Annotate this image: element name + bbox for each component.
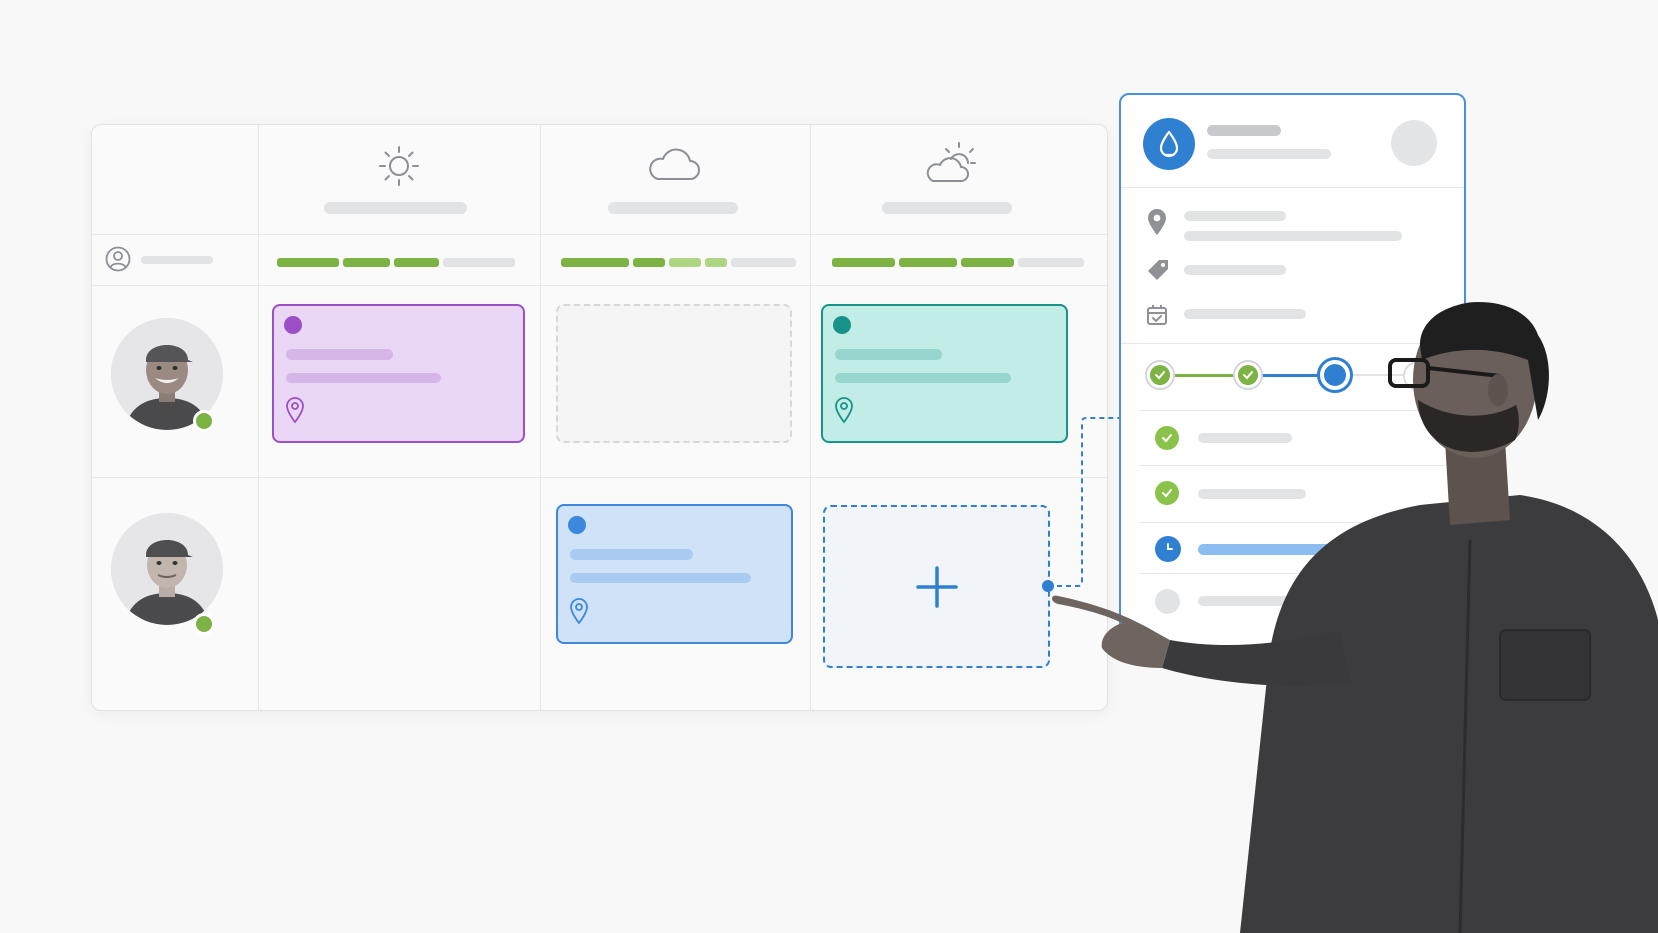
- calendar-check-icon: [1146, 304, 1168, 331]
- capacity-bar-segment: [899, 258, 957, 267]
- progress-step-current: [1317, 357, 1353, 393]
- column-date-placeholder: [324, 202, 467, 214]
- capacity-bar-segment: [832, 258, 895, 267]
- plus-icon: [916, 566, 958, 608]
- capacity-bar-segment: [343, 258, 390, 267]
- progress-step-done: [1233, 360, 1263, 390]
- location-pin-icon: [1146, 208, 1168, 241]
- presenter-photo: [1052, 302, 1658, 933]
- column-divider: [258, 125, 259, 710]
- job-subtitle-placeholder: [286, 373, 441, 383]
- sun-icon: [378, 145, 420, 192]
- divider: [1121, 343, 1464, 344]
- job-subtitle-placeholder: [835, 373, 1011, 383]
- job-card[interactable]: [272, 304, 525, 443]
- divider: [1139, 465, 1446, 466]
- capacity-bar-segment: [394, 258, 439, 267]
- location-pin-icon: [833, 396, 855, 429]
- technician-avatar[interactable]: [111, 513, 223, 625]
- task-label-placeholder: [1198, 596, 1290, 606]
- clock-icon: [1155, 536, 1181, 562]
- address-line-placeholder: [1184, 231, 1402, 241]
- task-progress-track: [1198, 544, 1390, 555]
- capacity-bar-segment: [1018, 258, 1084, 267]
- job-card[interactable]: [556, 504, 793, 644]
- water-drop-icon: [1143, 118, 1195, 170]
- label-placeholder: [141, 256, 213, 264]
- technician-avatar[interactable]: [111, 318, 223, 430]
- step-connector: [1259, 374, 1319, 377]
- partly-cloudy-icon: [925, 141, 979, 190]
- schedule-date-placeholder: [1184, 309, 1306, 319]
- column-divider: [810, 125, 811, 710]
- job-subtitle-placeholder: [570, 573, 751, 583]
- empty-circle-icon: [1155, 589, 1180, 614]
- tag-icon: [1146, 258, 1170, 287]
- divider: [1121, 187, 1464, 188]
- divider: [1139, 573, 1446, 574]
- assignee-avatar[interactable]: [1391, 120, 1437, 166]
- step-connector: [1173, 374, 1243, 377]
- progress-step-done: [1145, 360, 1175, 390]
- add-job-slot[interactable]: [823, 505, 1050, 668]
- column-date-placeholder: [608, 202, 738, 214]
- service-type-placeholder: [1184, 265, 1286, 275]
- job-color-dot: [833, 316, 851, 334]
- capacity-bar-segment: [633, 258, 665, 267]
- location-pin-icon: [568, 597, 590, 630]
- capacity-bar-segment: [669, 258, 701, 267]
- capacity-bar-segment: [961, 258, 1014, 267]
- job-title-placeholder: [835, 349, 942, 360]
- location-pin-icon: [284, 396, 306, 429]
- job-color-dot: [568, 516, 586, 534]
- job-color-dot: [284, 316, 302, 334]
- job-title-placeholder: [286, 349, 393, 360]
- task-label-placeholder: [1198, 433, 1292, 443]
- online-status-indicator: [193, 410, 215, 432]
- job-card[interactable]: [821, 304, 1068, 443]
- divider: [1139, 522, 1446, 523]
- capacity-bar-segment: [277, 258, 339, 267]
- column-divider: [540, 125, 541, 710]
- capacity-bar-segment: [705, 258, 727, 267]
- check-icon: [1155, 371, 1165, 380]
- check-icon: [1243, 371, 1253, 380]
- divider: [1139, 410, 1446, 411]
- user-icon: [105, 246, 131, 277]
- capacity-bar-segment: [561, 258, 629, 267]
- row-divider: [92, 285, 1107, 286]
- step-connector: [1351, 374, 1419, 376]
- online-status-indicator: [193, 613, 215, 635]
- column-date-placeholder: [882, 202, 1012, 214]
- empty-slot[interactable]: [556, 304, 792, 443]
- address-line-placeholder: [1184, 211, 1286, 221]
- task-progress-fill: [1198, 544, 1350, 555]
- task-label-placeholder: [1198, 489, 1306, 499]
- row-divider: [92, 234, 1107, 235]
- task-done-icon: [1155, 426, 1179, 450]
- capacity-bar-segment: [731, 258, 796, 267]
- task-done-icon: [1155, 481, 1179, 505]
- schedule-board: [91, 124, 1108, 711]
- capacity-bar-segment: [443, 258, 515, 267]
- cloud-icon: [646, 145, 702, 190]
- job-subtitle-placeholder: [1207, 149, 1331, 159]
- job-title-placeholder: [570, 549, 693, 560]
- job-title-placeholder: [1207, 125, 1281, 136]
- row-divider: [92, 477, 1107, 478]
